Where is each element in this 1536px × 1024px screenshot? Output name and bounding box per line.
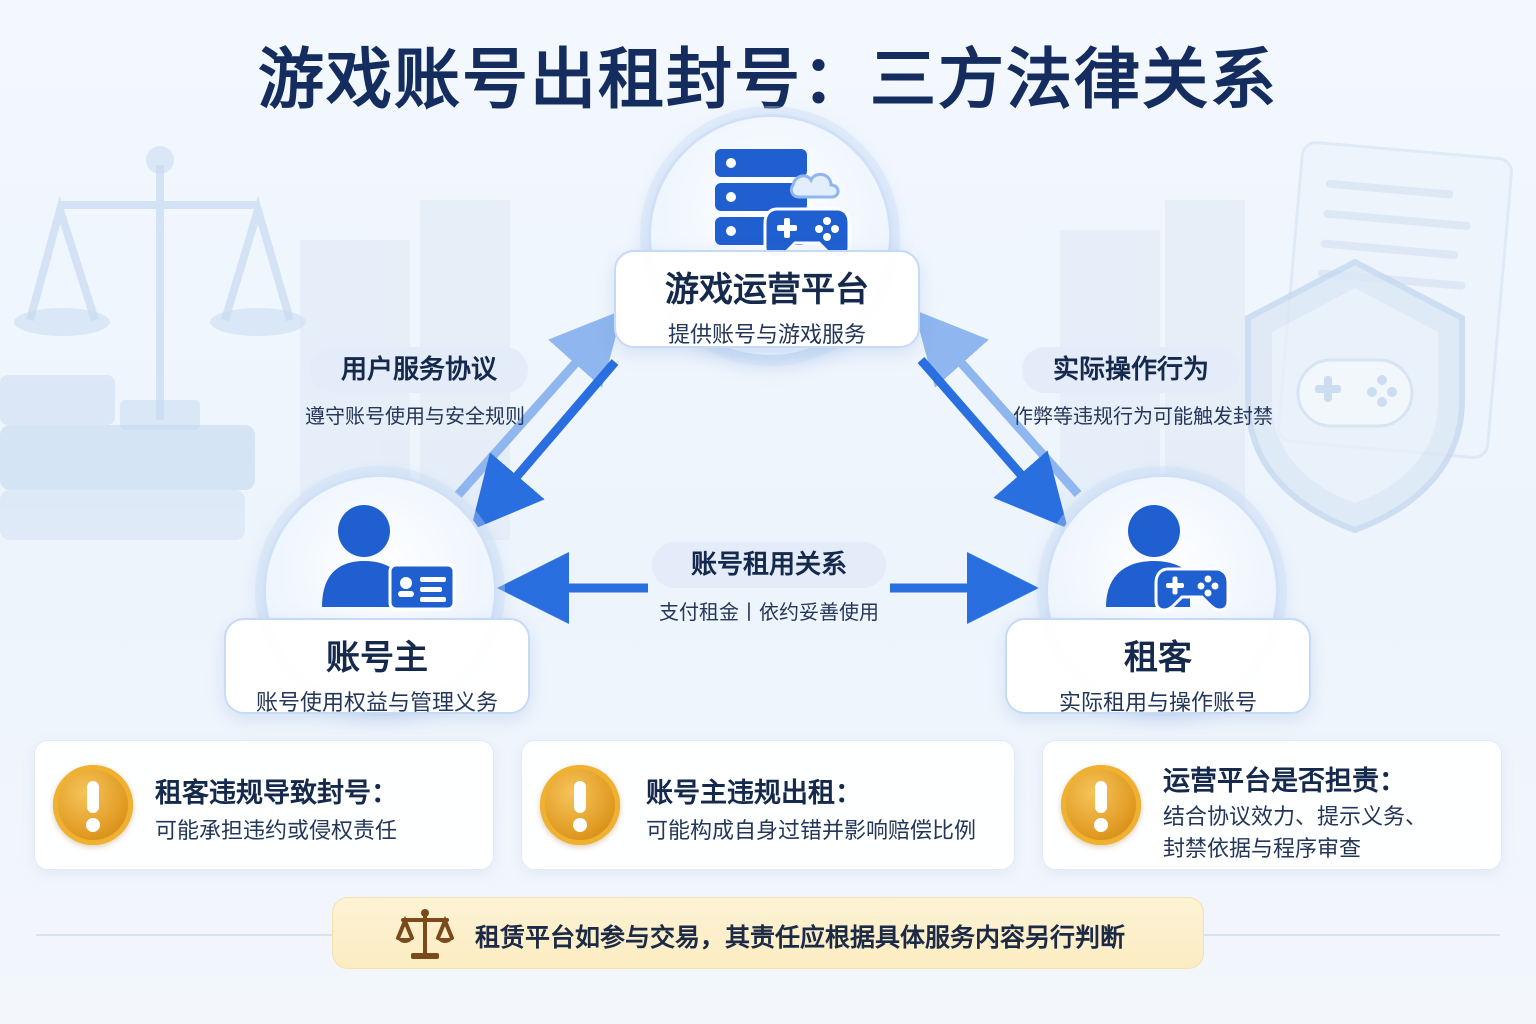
risk-title: 账号主违规出租： (646, 778, 862, 809)
platform-subtitle: 提供账号与游戏服务 (667, 323, 866, 348)
scales-icon (396, 909, 454, 959)
risk-card-platform: 运营平台是否担责： 结合协议效力、提示义务、 封禁依据与程序审查 (1042, 740, 1502, 870)
edge-desc-owner-platform: 遵守账号使用与安全规则 (305, 404, 525, 428)
footer-text: 租赁平台如参与交易，其责任应根据具体服务内容另行判断 (475, 923, 1126, 952)
edge-label-renter-platform: 实际操作行为 (1022, 347, 1240, 393)
user-id-card-icon (322, 505, 456, 611)
platform-node: 游戏运营平台 提供账号与游戏服务 (614, 250, 920, 348)
footer-divider-left (36, 934, 332, 936)
risk-card-owner: 账号主违规出租： 可能构成自身过错并影响赔偿比例 (521, 740, 1015, 870)
renter-title: 租客 (1124, 638, 1192, 678)
platform-title: 游戏运营平台 (665, 270, 869, 310)
risk-desc: 可能承担违约或侵权责任 (155, 819, 398, 844)
edge-label-owner-platform: 用户服务协议 (310, 347, 528, 393)
owner-node: 账号主 账号使用权益与管理义务 (224, 618, 530, 716)
arrow-platform-to-owner (470, 359, 619, 531)
footer-note: 租赁平台如参与交易，其责任应根据具体服务内容另行判断 (332, 897, 1204, 969)
shield-decoration (1245, 258, 1465, 534)
renter-subtitle: 实际租用与操作账号 (1058, 691, 1257, 716)
exclamation-icon (53, 765, 133, 845)
edge-desc-renter-platform: 作弊等违规行为可能触发封禁 (1013, 404, 1273, 428)
scales-decoration (26, 165, 294, 420)
risk-desc: 封禁依据与程序审查 (1163, 837, 1362, 862)
owner-subtitle: 账号使用权益与管理义务 (255, 691, 498, 716)
page-title: 游戏账号出租封号：三方法律关系 (258, 41, 1278, 118)
risk-title: 运营平台是否担责： (1163, 766, 1406, 797)
exclamation-icon (1061, 765, 1141, 845)
risk-card-renter: 租客违规导致封号： 可能承担违约或侵权责任 (34, 740, 494, 870)
edge-desc-owner-renter: 支付租金丨依约妥善使用 (659, 600, 879, 624)
exclamation-icon (540, 765, 620, 845)
risk-desc: 结合协议效力、提示义务、 (1163, 805, 1428, 830)
footer-divider-right (1204, 934, 1500, 936)
user-gamepad-icon (1106, 505, 1230, 612)
server-gamepad-icon (715, 149, 851, 260)
renter-node: 租客 实际租用与操作账号 (1005, 618, 1311, 716)
risk-title: 租客违规导致封号： (155, 778, 398, 809)
owner-title: 账号主 (326, 638, 428, 678)
risk-desc: 可能构成自身过错并影响赔偿比例 (646, 819, 977, 844)
edge-label-owner-renter: 账号租用关系 (652, 542, 886, 588)
arrow-platform-to-renter (917, 357, 1068, 529)
